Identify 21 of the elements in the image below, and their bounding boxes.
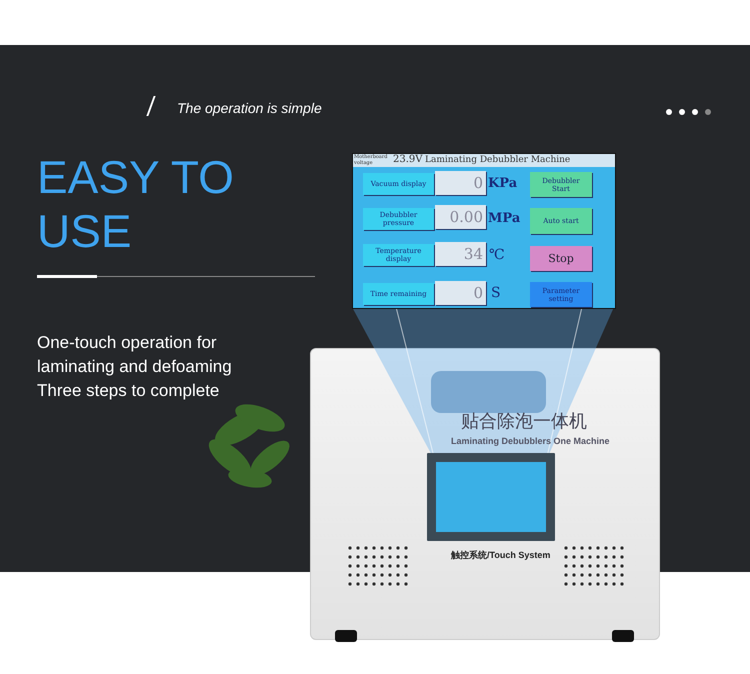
description-text: One-touch operation for laminating and defoaming	[37, 332, 233, 378]
header-text: Laminating Debubbler Machine	[425, 155, 570, 165]
slogan: The operation is simple	[177, 100, 322, 116]
value-field: 0.00	[435, 205, 486, 229]
headline: EASY TO USE	[37, 150, 235, 258]
value-field: 34	[435, 242, 486, 266]
value-field: 0	[435, 281, 486, 305]
unit-label: S	[491, 285, 501, 301]
unit-label: MPa	[488, 211, 520, 226]
product-subtitle: Laminating Debubblers One Machine	[451, 436, 610, 446]
product-name: 贴合除泡一体机	[461, 410, 587, 433]
stop-button: Stop	[530, 246, 592, 271]
unit-label: ℃	[489, 247, 505, 263]
voltage-readout: 23.9V	[393, 154, 422, 165]
machine-body	[310, 348, 660, 640]
value-field: 0	[435, 171, 486, 195]
caption-text: 触控系统/Touch System	[451, 549, 550, 562]
unit-label: KPa	[488, 176, 518, 191]
small-screen	[427, 453, 555, 541]
description-text: Three steps to complete	[37, 380, 220, 402]
touch-screen	[352, 153, 616, 309]
